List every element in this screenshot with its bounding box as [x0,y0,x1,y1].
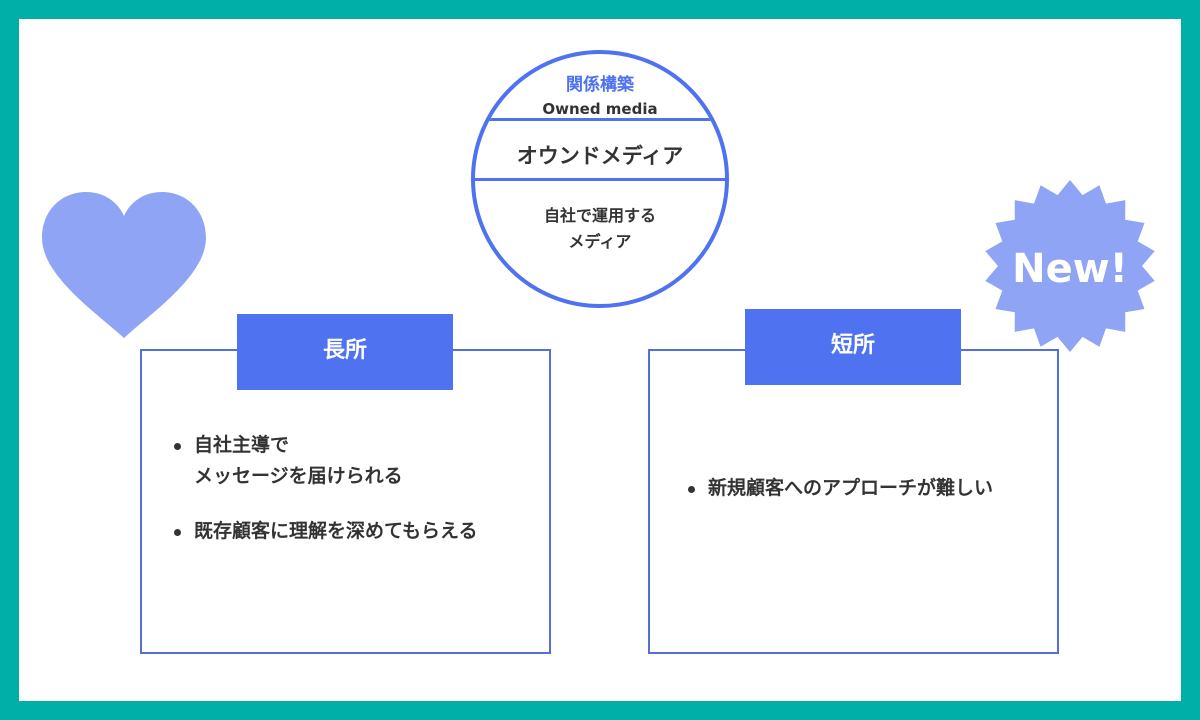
list-item: 新規顧客へのアプローチが難しい [684,473,1054,504]
circle-main-title: オウンドメディア [516,144,684,168]
cons-list: 新規顧客へのアプローチが難しい [684,473,1054,504]
pros-panel [140,349,551,654]
new-badge-text: New! [1012,246,1128,292]
list-item: 自社主導で メッセージを届けられる [170,430,550,492]
new-badge-icon: New! [985,180,1155,352]
circle-english-title: Owned media [542,100,658,118]
circle-divider-bottom [475,178,725,181]
circle-kanji-title: 関係構築 [566,75,634,95]
pros-item-2-line1: 既存顧客に理解を深めてもらえる [194,520,478,542]
circle-divider-top [475,118,725,121]
circle-description-line2: メディア [568,232,632,251]
heart-icon [42,192,206,338]
cons-panel [648,349,1059,654]
list-item: 既存顧客に理解を深めてもらえる [170,516,550,547]
owned-media-circle: 関係構築 Owned media オウンドメディア 自社で運用する メディア [471,50,729,308]
pros-item-1-line2: メッセージを届けられる [194,465,403,487]
circle-description-line1: 自社で運用する [543,206,656,225]
cons-title: 短所 [745,309,961,385]
pros-title: 長所 [237,314,453,390]
cons-item-1-line1: 新規顧客へのアプローチが難しい [708,477,994,499]
pros-list: 自社主導で メッセージを届けられる 既存顧客に理解を深めてもらえる [170,430,550,547]
pros-item-1-line1: 自社主導で [194,434,290,456]
